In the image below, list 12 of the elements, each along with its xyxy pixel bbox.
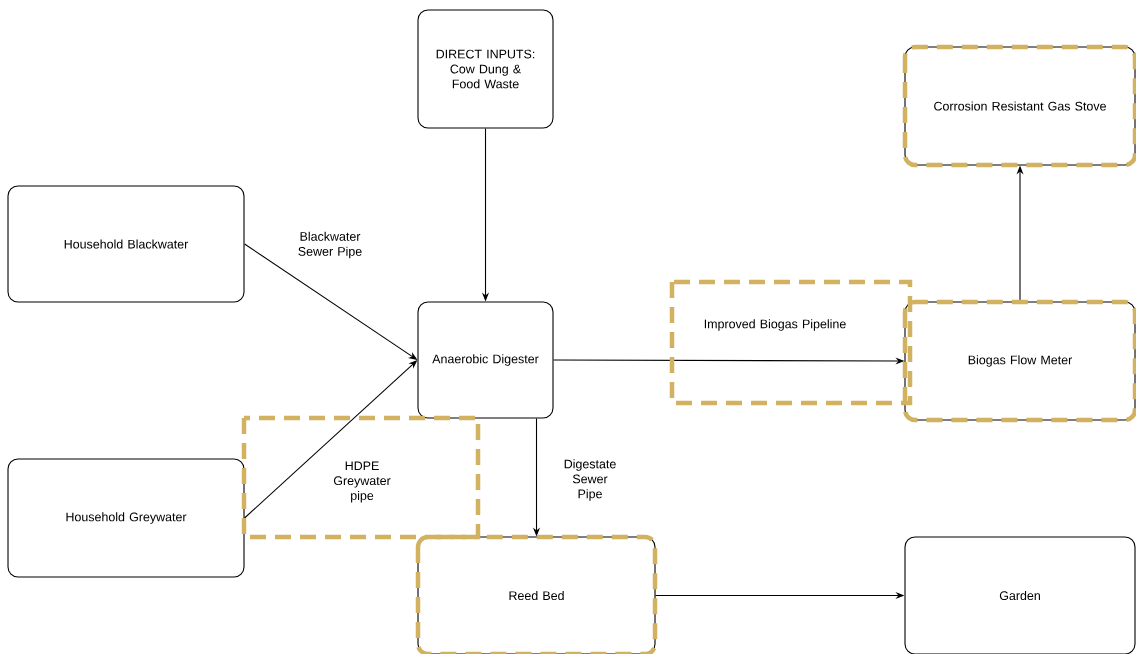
edge-label: Digestate Sewer Pipe <box>558 458 622 502</box>
process-box: Anaerobic Digester <box>417 301 554 419</box>
process-box: Biogas Flow Meter <box>904 301 1136 421</box>
edge-label: HDPE Greywater pipe <box>325 460 399 504</box>
process-box: DIRECT INPUTS: Cow Dung & Food Waste <box>417 9 554 129</box>
process-box: Garden <box>904 536 1136 654</box>
edge-label: Blackwater Sewer Pipe <box>293 230 367 260</box>
edge-label: Improved Biogas Pipeline <box>699 318 851 332</box>
process-box: Household Greywater <box>7 458 245 578</box>
process-box: Household Blackwater <box>7 185 245 303</box>
process-box: Corrosion Resistant Gas Stove <box>904 46 1136 166</box>
process-box: Reed Bed <box>417 536 656 654</box>
